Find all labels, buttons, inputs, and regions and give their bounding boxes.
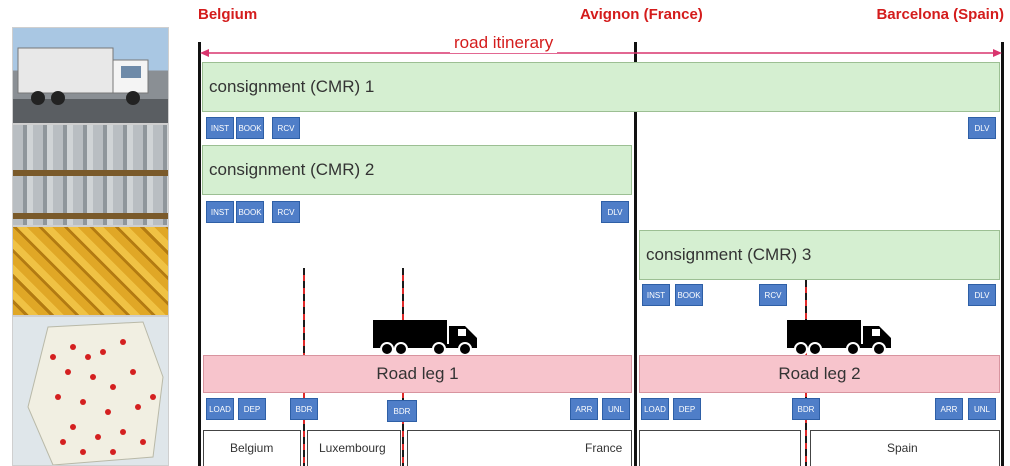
- road-leg-1-bdr-event[interactable]: BDR: [290, 398, 318, 420]
- consignment-3-rcv-event[interactable]: RCV: [759, 284, 787, 306]
- consignment-3-bar[interactable]: consignment (CMR) 3: [639, 230, 1000, 280]
- middle-milestone-line: [634, 42, 637, 466]
- start-milestone-line: [198, 42, 201, 466]
- city-middle-label: Avignon (France): [580, 6, 703, 23]
- itinerary-label: road itinerary: [450, 33, 558, 53]
- road-leg-2-bdr-event[interactable]: BDR: [792, 398, 820, 420]
- map-of-france-photo: [12, 316, 169, 466]
- road-leg-2-arr-event[interactable]: ARR: [935, 398, 963, 420]
- road-leg-1-bar[interactable]: Road leg 1: [203, 355, 632, 393]
- country-label-spain: Spain: [887, 441, 918, 455]
- road-leg-1-arr-event[interactable]: ARR: [570, 398, 598, 420]
- consignment-2-bar[interactable]: consignment (CMR) 2: [202, 145, 632, 195]
- consignment-1-book-event[interactable]: BOOK: [236, 117, 264, 139]
- consignment-1-inst-event[interactable]: INST: [206, 117, 234, 139]
- road-leg-2-unl-event[interactable]: UNL: [968, 398, 996, 420]
- road-leg-1-dep-event[interactable]: DEP: [238, 398, 266, 420]
- city-end-label: Barcelona (Spain): [876, 6, 1004, 23]
- country-segment-luxembourg: [307, 430, 401, 466]
- beer-kegs-photo: [12, 124, 169, 226]
- end-milestone-line: [1001, 42, 1004, 466]
- consignment-1-rcv-event[interactable]: RCV: [272, 117, 300, 139]
- consignment-3-book-event[interactable]: BOOK: [675, 284, 703, 306]
- country-label-luxembourg: Luxembourg: [319, 441, 386, 455]
- consignment-2-dlv-event[interactable]: DLV: [601, 201, 629, 223]
- consignment-3-inst-event[interactable]: INST: [642, 284, 670, 306]
- itinerary-arrow: [200, 49, 1002, 57]
- kegs-drawing: [13, 170, 168, 219]
- consignment-1-dlv-event[interactable]: DLV: [968, 117, 996, 139]
- country-segment-france: [407, 430, 632, 466]
- road-leg-2-load-event[interactable]: LOAD: [641, 398, 669, 420]
- country-segment-spain: [810, 430, 1000, 466]
- road-leg-1-bdr-event[interactable]: BDR: [387, 400, 417, 422]
- road-leg-2-dep-event[interactable]: DEP: [673, 398, 701, 420]
- country-segment-france-2: [639, 430, 801, 466]
- beer-crates-photo: [12, 226, 169, 316]
- consignment-2-book-event[interactable]: BOOK: [236, 201, 264, 223]
- truck-icon: [787, 320, 891, 356]
- truck-icon: [373, 320, 477, 356]
- truck-photo-drawing: [17, 47, 149, 105]
- city-start-label: Belgium: [198, 6, 258, 23]
- country-label-france: France: [585, 441, 623, 455]
- country-label-belgium: Belgium: [230, 441, 274, 455]
- road-leg-1-unl-event[interactable]: UNL: [602, 398, 630, 420]
- consignment-2-rcv-event[interactable]: RCV: [272, 201, 300, 223]
- consignment-1-bar[interactable]: consignment (CMR) 1: [202, 62, 1000, 112]
- road-leg-2-bar[interactable]: Road leg 2: [639, 355, 1000, 393]
- consignment-3-dlv-event[interactable]: DLV: [968, 284, 996, 306]
- truck-photo: [12, 27, 169, 124]
- road-leg-1-load-event[interactable]: LOAD: [206, 398, 234, 420]
- country-segment-belgium: [203, 430, 301, 466]
- map-drawing: [27, 321, 164, 465]
- consignment-2-inst-event[interactable]: INST: [206, 201, 234, 223]
